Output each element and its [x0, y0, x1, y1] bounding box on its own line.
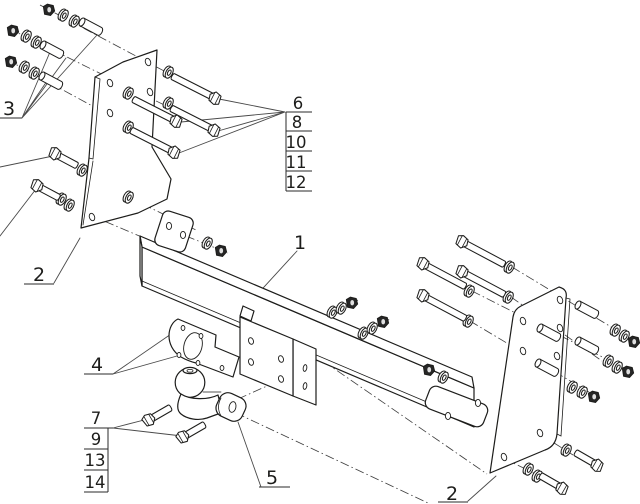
beam-left-flange	[154, 210, 194, 253]
part-label-left-bracket: 2	[33, 264, 45, 286]
callout-tr-row1: 6	[293, 94, 304, 113]
callout-table-bottom-left	[84, 427, 113, 493]
part-label-ball: 5	[266, 467, 278, 489]
beam-end-plate	[424, 385, 489, 428]
callout-tr-row2: 8	[292, 113, 303, 132]
callout-bl-row1: 7	[91, 409, 102, 428]
left-mounting-bracket	[80, 49, 172, 229]
callout-table-top-right	[285, 111, 312, 192]
callout-bl-row3: 13	[85, 451, 106, 470]
part-label-right-bracket: 2	[446, 483, 458, 504]
receiver-channel-bracket	[239, 305, 317, 406]
socket-mounting-plate	[168, 318, 240, 378]
callout-tr-row5: 12	[286, 173, 307, 192]
callout-tr-row3: 10	[286, 133, 307, 152]
part-label-spacers: 3	[3, 98, 15, 120]
crossmember-beam	[139, 210, 489, 428]
callout-bl-row2: 9	[91, 430, 102, 449]
part-label-beam: 1	[294, 232, 306, 254]
leader-lines	[0, 34, 497, 502]
callout-tr-row4: 11	[286, 153, 307, 172]
label-underlines	[0, 117, 468, 503]
ball-coupling	[174, 366, 247, 422]
part-label-socket-plate: 4	[91, 354, 103, 376]
callout-bl-row4: 14	[85, 473, 106, 492]
